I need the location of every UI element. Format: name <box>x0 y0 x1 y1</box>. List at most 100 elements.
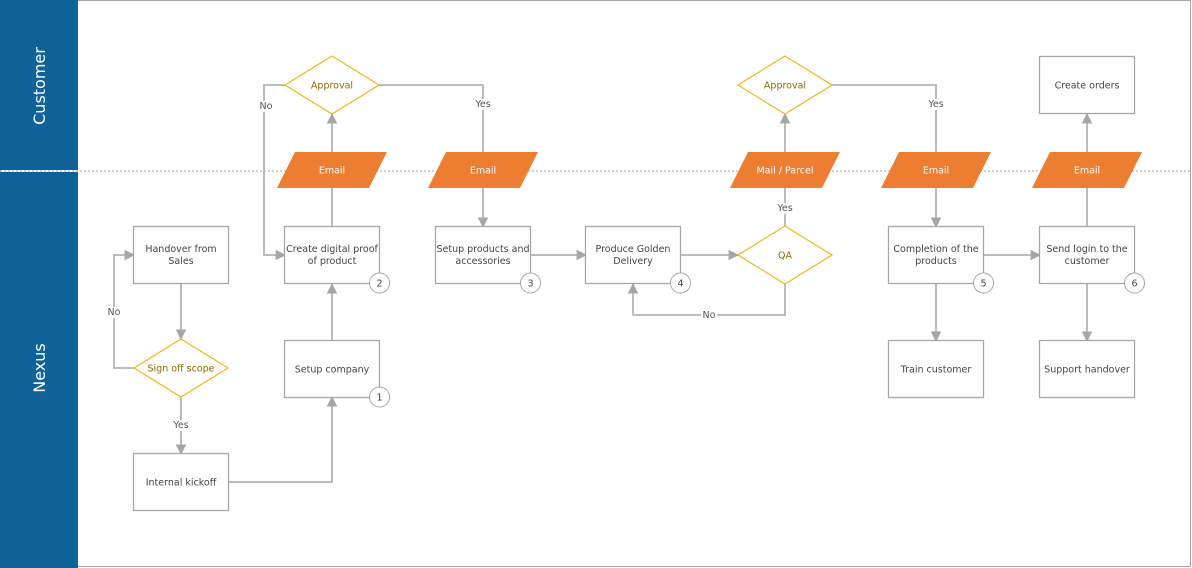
process-box <box>584 225 682 285</box>
process-train[interactable]: Train customer <box>887 339 985 399</box>
node-label: Send login to the <box>1046 244 1127 255</box>
process-box <box>283 225 381 285</box>
node-label: QA <box>778 251 792 262</box>
node-label: Mail / Parcel <box>756 166 813 177</box>
step-number: 6 <box>1131 279 1137 290</box>
node-label: Email <box>470 166 496 177</box>
decision-diamond <box>283 55 381 115</box>
node-label: Sign off scope <box>148 364 215 375</box>
decision-diamond <box>736 225 834 285</box>
data-parallelogram <box>881 152 991 188</box>
process-box <box>887 339 985 399</box>
edge-label-bg <box>701 310 717 321</box>
process-box <box>887 225 985 285</box>
step-badge <box>520 272 541 294</box>
step-number: 2 <box>376 279 382 290</box>
process-box <box>132 225 230 285</box>
connector-kickoff-to-setupco <box>229 395 338 483</box>
edge-label-yes: Yes <box>172 420 188 431</box>
step-badge <box>369 272 390 294</box>
lane-label-customer: Customer <box>30 47 49 125</box>
io-email2[interactable]: Email <box>428 152 538 188</box>
node-label: Setup products and <box>436 244 529 255</box>
process-setupco[interactable]: Setup company 1 <box>283 339 390 408</box>
edge-label-bg <box>774 203 796 214</box>
edge-label-yes: Yes <box>474 99 490 110</box>
node-label: Setup company <box>295 365 370 376</box>
node-label: Email <box>923 166 949 177</box>
step-number: 4 <box>677 279 683 290</box>
decision-diamond <box>132 338 230 398</box>
node-label: Handover from <box>145 244 216 255</box>
connector-approval1-to-proof <box>263 84 287 261</box>
step-badge <box>670 272 691 294</box>
node-label: Create orders <box>1055 81 1120 92</box>
data-parallelogram <box>277 152 387 188</box>
lane-header-nexus <box>0 172 78 568</box>
node-label: customer <box>1065 256 1110 267</box>
decision-approval1[interactable]: Approval <box>283 55 381 115</box>
edge-label-no: No <box>703 310 716 321</box>
process-support[interactable]: Support handover <box>1038 339 1136 399</box>
decision-approval2[interactable]: Approval <box>736 55 834 115</box>
process-box <box>434 225 532 285</box>
process-box <box>1038 55 1136 115</box>
io-email1[interactable]: Email <box>277 152 387 188</box>
data-parallelogram <box>730 152 840 188</box>
node-label: Email <box>319 166 345 177</box>
node-label: accessories <box>455 256 510 267</box>
node-label: Produce Golden <box>596 244 671 255</box>
node-label: Internal kickoff <box>146 478 217 489</box>
node-label: Email <box>1074 166 1100 177</box>
step-number: 3 <box>527 279 533 290</box>
edge-label-yes: Yes <box>927 99 943 110</box>
node-label: Support handover <box>1044 365 1130 376</box>
edge-label-bg <box>170 420 192 431</box>
step-number: 1 <box>376 393 382 404</box>
node-label: of product <box>308 256 357 267</box>
edge-label-no: No <box>108 307 121 318</box>
decision-diamond <box>736 55 834 115</box>
lane-header-customer <box>0 0 78 170</box>
node-label: Train customer <box>900 365 972 376</box>
step-badge <box>1124 272 1145 294</box>
io-email4[interactable]: Email <box>1032 152 1142 188</box>
process-box <box>132 452 230 512</box>
edge-label-bg <box>258 101 274 112</box>
step-number: 5 <box>980 279 986 290</box>
edge-label-bg <box>472 99 494 110</box>
process-kickoff[interactable]: Internal kickoff <box>132 452 230 512</box>
step-badge <box>369 386 390 408</box>
decision-signoff[interactable]: Sign off scope <box>132 338 230 398</box>
node-label: Approval <box>764 81 806 92</box>
process-box <box>1038 339 1136 399</box>
lane-label-nexus: Nexus <box>30 343 49 392</box>
step-badge <box>973 272 994 294</box>
edge-label-bg <box>106 307 122 318</box>
node-label: products <box>915 256 957 267</box>
process-orders[interactable]: Create orders <box>1038 55 1136 115</box>
edge-label-no: No <box>260 101 273 112</box>
data-parallelogram <box>1032 152 1142 188</box>
process-box <box>1038 225 1136 285</box>
data-parallelogram <box>428 152 538 188</box>
node-label: Approval <box>311 81 353 92</box>
process-box <box>283 339 381 399</box>
node-label: Sales <box>168 256 193 267</box>
decision-qa[interactable]: QA <box>736 225 834 285</box>
io-mail[interactable]: Mail / Parcel <box>730 152 840 188</box>
edge-label-yes: Yes <box>776 203 792 214</box>
node-label: Delivery <box>613 256 653 267</box>
node-label: Completion of the <box>893 244 978 255</box>
io-email3[interactable]: Email <box>881 152 991 188</box>
edge-label-bg <box>925 99 947 110</box>
